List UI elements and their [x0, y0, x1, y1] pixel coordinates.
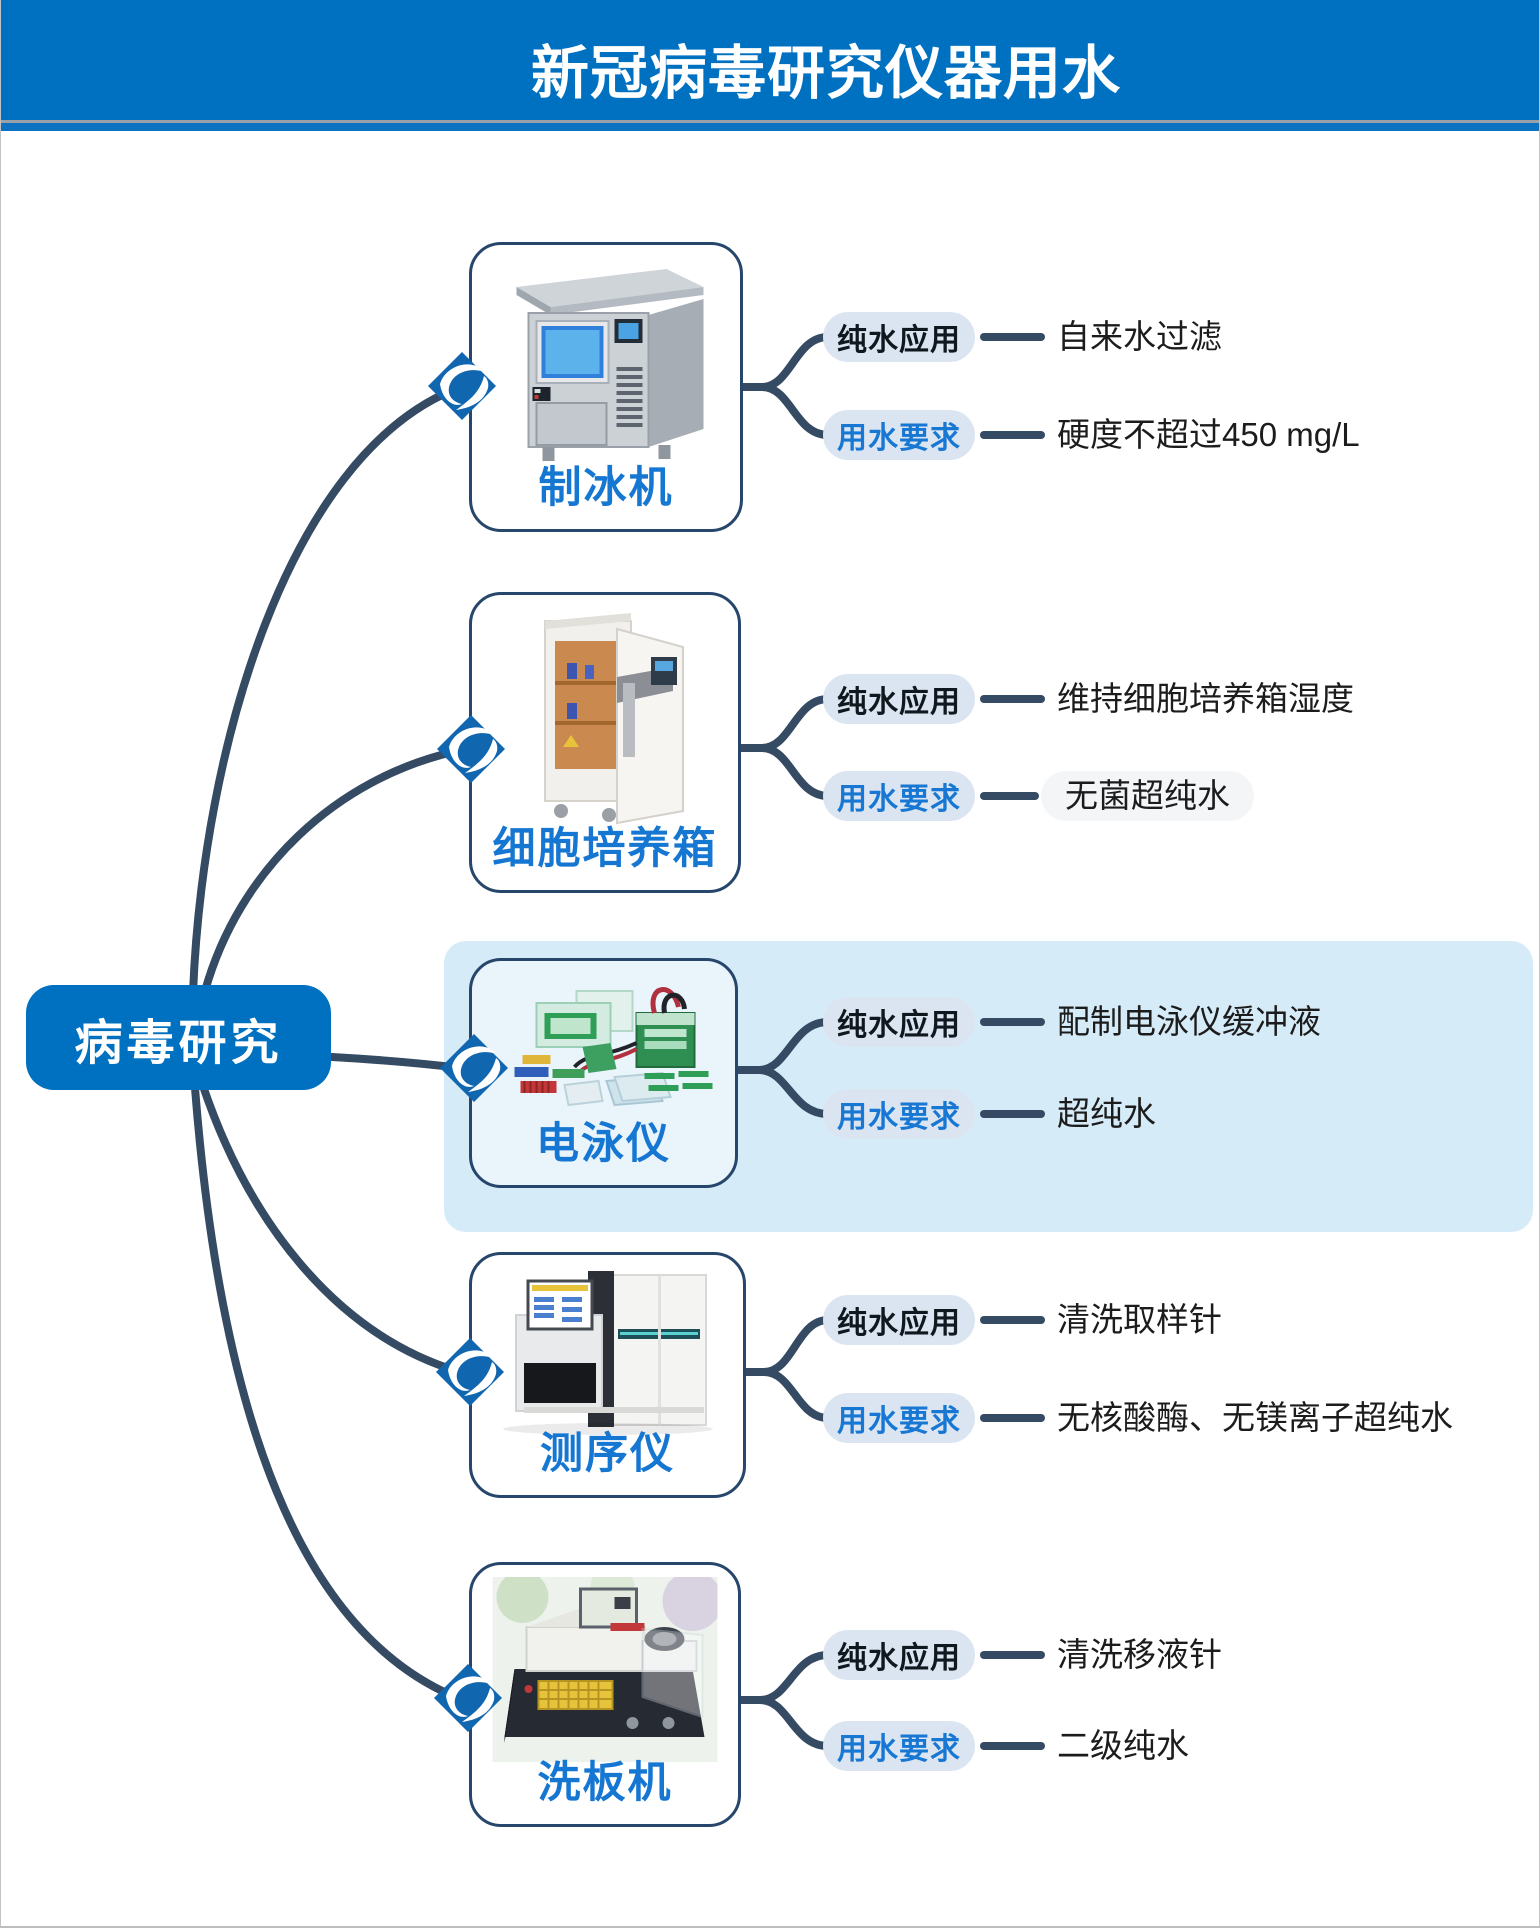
device-label: 电泳仪: [536, 1120, 671, 1168]
brand-diamond-icon: [434, 1664, 502, 1732]
header-accent-strip: [1, 123, 1539, 131]
desc-text[interactable]: 硬度不超过450 mg/L: [1057, 416, 1360, 453]
pill-label: 纯水应用: [837, 324, 961, 357]
brand-diamond-icon: [428, 352, 496, 420]
brand-diamond-icon: [437, 715, 505, 783]
desc-text[interactable]: 维持细胞培养箱湿度: [1057, 680, 1354, 717]
root-node[interactable]: 病毒研究: [26, 985, 331, 1090]
water-req-pill[interactable]: 用水要求: [823, 771, 975, 821]
pure-water-pill[interactable]: 纯水应用: [823, 312, 975, 362]
water-req-pill[interactable]: 用水要求: [823, 1089, 975, 1139]
page-title: 新冠病毒研究仪器用水: [531, 41, 1122, 106]
device-label: 细胞培养箱: [492, 825, 718, 873]
water-req-pill[interactable]: 用水要求: [823, 1721, 975, 1771]
desc-text[interactable]: 配制电泳仪缓冲液: [1057, 1003, 1321, 1040]
brand-diamond-icon: [436, 1338, 504, 1406]
pill-label: 用水要求: [837, 1733, 961, 1766]
ice-machine-image: [516, 269, 704, 461]
pill-label: 用水要求: [837, 783, 961, 816]
desc-text[interactable]: 无核酸酶、无镁离子超纯水: [1057, 1399, 1453, 1436]
desc-text[interactable]: 二级纯水: [1057, 1727, 1189, 1764]
cell-incubator-image: [544, 613, 684, 825]
header-separator: [1, 120, 1539, 123]
pill-label: 用水要求: [837, 422, 961, 455]
water-req-pill[interactable]: 用水要求: [823, 410, 975, 460]
pill-label: 纯水应用: [837, 1307, 961, 1340]
desc-text[interactable]: 清洗取样针: [1057, 1301, 1222, 1338]
device-box-plate-washer[interactable]: 洗板机: [469, 1562, 741, 1827]
page-header: [1, 0, 1539, 120]
desc-text[interactable]: 超纯水: [1057, 1095, 1156, 1132]
pill-label: 用水要求: [837, 1405, 961, 1438]
plate-washer-image: [492, 1577, 718, 1762]
desc-text[interactable]: 无菌超纯水: [1041, 771, 1254, 821]
pill-label: 纯水应用: [837, 686, 961, 719]
electrophoresis-image: [514, 987, 712, 1107]
pure-water-pill[interactable]: 纯水应用: [823, 1295, 975, 1345]
water-req-pill[interactable]: 用水要求: [823, 1393, 975, 1443]
pure-water-pill[interactable]: 纯水应用: [823, 1630, 975, 1680]
device-label: 制冰机: [538, 464, 674, 512]
device-box-sequencer[interactable]: 测序仪: [469, 1252, 746, 1498]
pill-label: 纯水应用: [837, 1642, 961, 1675]
device-box-cell-incubator[interactable]: 细胞培养箱: [469, 592, 741, 893]
device-label: 洗板机: [537, 1759, 673, 1807]
pill-label: 纯水应用: [837, 1009, 961, 1042]
device-box-electrophoresis[interactable]: 电泳仪: [469, 958, 738, 1188]
pure-water-pill[interactable]: 纯水应用: [823, 674, 975, 724]
desc-text[interactable]: 自来水过滤: [1057, 318, 1222, 355]
pill-label: 用水要求: [837, 1101, 961, 1134]
device-label: 测序仪: [540, 1430, 675, 1478]
brand-diamond-icon: [440, 1034, 508, 1102]
sequencer-image: [502, 1271, 713, 1435]
desc-text[interactable]: 清洗移液针: [1057, 1636, 1222, 1673]
pure-water-pill[interactable]: 纯水应用: [823, 997, 975, 1047]
device-box-ice-machine[interactable]: 制冰机: [469, 242, 743, 532]
root-label: 病毒研究: [74, 1016, 283, 1070]
